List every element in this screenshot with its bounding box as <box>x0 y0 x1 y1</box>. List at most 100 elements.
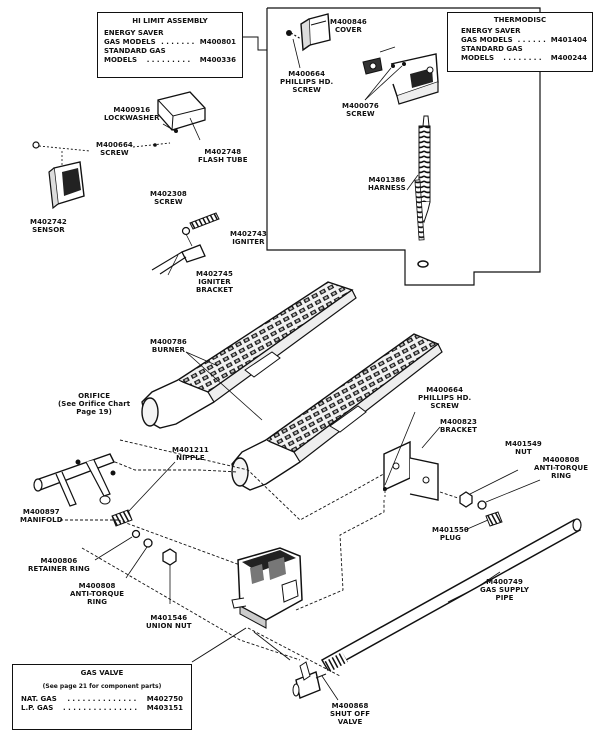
phillips-top-label: M400664 PHILLIPS HD. SCREW <box>280 70 333 94</box>
sensor-label-name: SENSOR <box>32 226 65 234</box>
burner-dashed-outline <box>119 439 406 521</box>
anti-torque-left-label: M400808 ANTI-TORQUE RING <box>70 582 124 606</box>
sensor-part <box>48 161 85 210</box>
orifice-label: ORIFICE (See Orifice Chart Page 19) <box>58 392 130 416</box>
anti-torque-right-label-part: M400808 <box>542 456 580 464</box>
hi-limit-title: HI LIMIT ASSEMBLY <box>132 17 208 25</box>
flash-tube-label-name: FLASH TUBE <box>198 156 248 164</box>
phillips-bracket-label-name2: SCREW <box>430 402 459 410</box>
manifold-part <box>33 453 116 507</box>
orifice-label-name: ORIFICE <box>78 392 111 400</box>
burner-lower-part <box>231 333 443 491</box>
lockwasher-label-name: LOCKWASHER <box>104 114 160 122</box>
nut-right-part <box>459 491 473 508</box>
retainer-label: M400806 RETAINER RING <box>28 557 90 573</box>
hi-limit-line4-label: MODELS <box>104 56 138 64</box>
hi-limit-line2-dots: . . . . . . . <box>161 38 195 46</box>
gas-valve-row1: NAT. GAS . . . . . . . . . . . . . . M40… <box>21 695 183 704</box>
gas-valve-row2-dots: . . . . . . . . . . . . . . . <box>63 704 138 712</box>
hi-limit-switch-part <box>362 46 439 105</box>
phillips-top-label-part: M400664 <box>288 70 326 78</box>
gas-valve-title: GAS VALVE <box>80 669 124 677</box>
thermodisc-line2: GAS MODELS . . . . . . M401404 <box>453 36 587 45</box>
burner-label: M400786 BURNER <box>150 338 187 354</box>
retainer-label-part: M400806 <box>40 557 78 565</box>
phillips-bracket-label-name1: PHILLIPS HD. <box>418 394 472 402</box>
thermodisc-box: THERMODISC ENERGY SAVER GAS MODELS . . .… <box>447 12 593 72</box>
plug-part <box>485 511 503 527</box>
igniter-label: M402743 IGNITER <box>230 230 267 246</box>
union-nut-label-part: M401546 <box>150 614 188 622</box>
nipple-label-part: M401211 <box>172 446 209 454</box>
burner-label-name: BURNER <box>151 346 185 354</box>
manifold-label-part: M400897 <box>22 508 60 516</box>
screw-therm-label-part: M400076 <box>342 102 379 110</box>
cover-label: M400846 COVER <box>330 18 367 34</box>
screw-therm-label: M400076 SCREW <box>342 102 379 118</box>
nut-label-part: M401549 <box>505 440 542 448</box>
bracket-label-part: M400823 <box>440 418 477 426</box>
gas-valve-row1-part: M402750 <box>146 695 183 703</box>
phillips-screw-top-part <box>286 30 302 69</box>
nipple-label: M401211 NIPPLE <box>172 446 209 462</box>
plug-label-part: M401550 <box>432 526 469 534</box>
anti-torque-right-label-name1: ANTI-TORQUE <box>534 464 589 472</box>
harness-label-part: M401386 <box>368 176 406 184</box>
bracket-label: M400823 BRACKET <box>440 418 477 434</box>
gas-supply-label-part: M400749 <box>486 578 523 586</box>
orifice-label-note1: (See Orifice Chart <box>58 400 131 408</box>
retainer-label-name: RETAINER RING <box>28 565 90 573</box>
igniter-bracket-label-name2: BRACKET <box>196 286 233 294</box>
burner-label-part: M400786 <box>150 338 187 346</box>
burner-upper-part <box>141 281 357 429</box>
gas-valve-part <box>231 547 303 629</box>
shutoff-valve-part <box>292 661 327 699</box>
cover-label-part: M400846 <box>330 18 367 26</box>
sensor-label: M402742 SENSOR <box>30 218 67 234</box>
shutoff-label-part: M400868 <box>331 702 369 710</box>
thermodisc-line4-part: M400244 <box>550 54 587 62</box>
screw-sensor-label-part: M400664 <box>96 141 133 149</box>
hi-limit-line2-label: GAS MODELS <box>104 38 156 46</box>
igniter-screw-label: M402308 SCREW <box>150 190 187 206</box>
nut-label: M401549 NUT <box>505 440 542 456</box>
anti-torque-right-part <box>477 500 487 510</box>
igniter-screw-label-part: M402308 <box>150 190 187 198</box>
flash-tube-label-part: M402748 <box>204 148 242 156</box>
screw-sensor-label-name: SCREW <box>100 149 129 157</box>
cover-label-name: COVER <box>334 26 362 34</box>
thermodisc-enclosure <box>266 7 541 286</box>
thermodisc-title: THERMODISC <box>493 16 547 24</box>
manifold-label: M400897 MANIFOLD <box>20 508 63 524</box>
igniter-label-part: M402743 <box>230 230 267 238</box>
anti-torque-left-part <box>143 538 153 548</box>
nipple-part <box>111 461 176 527</box>
sensor-label-part: M402742 <box>30 218 67 226</box>
thermodisc-line1: ENERGY SAVER <box>461 27 521 35</box>
lockwasher-label-part: M400916 <box>113 106 151 114</box>
anti-torque-right-label: M400808 ANTI-TORQUE RING <box>534 456 588 480</box>
lockwasher-label: M400916 LOCKWASHER <box>104 106 160 122</box>
thermodisc-line4-label: MODELS <box>461 54 495 62</box>
bracket-part <box>383 440 439 501</box>
thermodisc-line2-label: GAS MODELS <box>461 36 513 44</box>
plug-label-name: PLUG <box>439 534 462 542</box>
hi-limit-line2-part: M400801 <box>199 38 236 46</box>
harness-part <box>406 115 431 268</box>
gas-valve-row1-label: NAT. GAS <box>21 695 57 703</box>
shutoff-label: M400868 SHUT OFF VALVE <box>330 702 370 726</box>
screw-sensor-label: M400664 SCREW <box>96 141 133 157</box>
plug-label: M401550 PLUG <box>432 526 469 542</box>
igniter-part <box>151 212 220 276</box>
harness-label: M401386 HARNESS <box>368 176 406 192</box>
igniter-label-name: IGNITER <box>232 238 265 246</box>
hi-limit-line2: GAS MODELS . . . . . . . M400801 <box>104 38 236 47</box>
cover-part <box>300 13 331 52</box>
thermodisc-line2-part: M401404 <box>550 36 587 44</box>
sensor-screw-part <box>32 141 171 166</box>
igniter-screw-label-name: SCREW <box>154 198 183 206</box>
union-nut-part <box>162 548 177 566</box>
thermodisc-line4-dots: . . . . . . . . <box>503 54 542 62</box>
gas-valve-box: GAS VALVE (See page 21 for component par… <box>12 664 192 730</box>
bracket-label-name: BRACKET <box>440 426 477 434</box>
